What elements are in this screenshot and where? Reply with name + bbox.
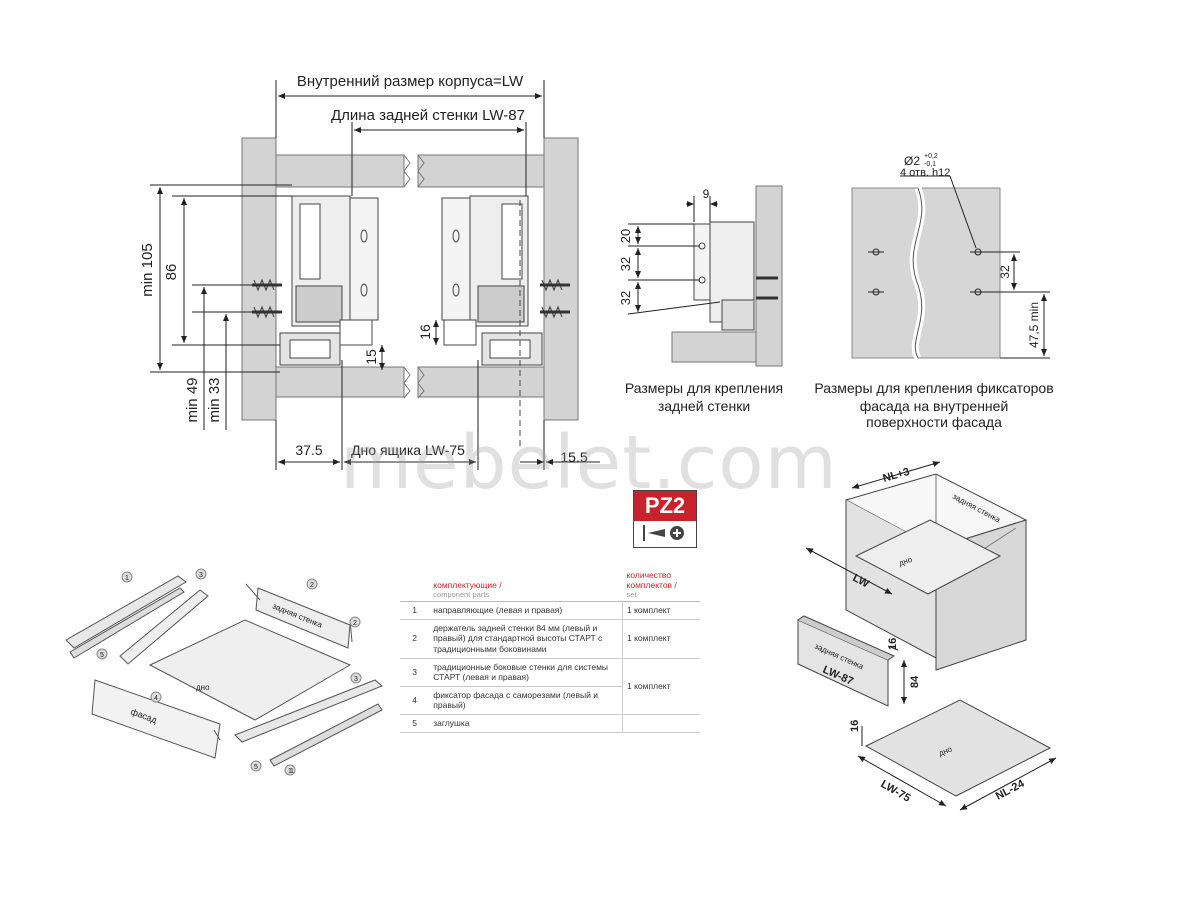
front-mount-detail: Ø2 +0,2 -0,1 4 отв. h12 32 47,5 min Разм…: [814, 153, 1053, 430]
iso-lw75-label: LW-75: [879, 778, 913, 804]
row-num: 5: [400, 714, 430, 733]
cross-section-diagram: Внутренний размер корпуса=LW Длина задне…: [139, 73, 600, 470]
table-row: 2 держатель задней стенки 84 мм (левый и…: [400, 619, 700, 659]
back-mount-detail: 9 20 32 32 Размеры для крепления задней …: [618, 185, 783, 414]
right-cabinet-wall: [543, 137, 579, 421]
dim-20-label: 20: [618, 229, 633, 243]
front-mount-caption-3: поверхности фасада: [866, 414, 1002, 430]
callout-1b: 1: [288, 768, 292, 775]
front-panel-part: [91, 679, 221, 759]
row-num: 1: [400, 601, 430, 620]
row-desc: фиксатор фасада с саморезами (левый и пр…: [429, 686, 623, 716]
header-component: комплектующие /component parts: [429, 568, 623, 602]
dim-32-label: 32: [998, 265, 1012, 279]
row-desc: традиционные боковые стенки для системы …: [429, 658, 623, 687]
header-component-en: component parts: [433, 590, 490, 599]
callout-3b: 3: [354, 676, 358, 683]
row-num: 4: [400, 686, 430, 716]
dim-86-label: 86: [163, 264, 180, 281]
pz2-label: PZ2: [634, 491, 696, 521]
dim-32a-label: 32: [618, 257, 633, 271]
inner-size-label: Внутренний размер корпуса=LW: [297, 73, 524, 90]
iso-16a-label: 16: [887, 638, 899, 650]
back-mount-caption-2: задней стенки: [658, 398, 750, 414]
callout-4: 4: [154, 695, 158, 702]
front-mount-caption-1: Размеры для крепления фиксаторов: [814, 380, 1053, 396]
hole-tolerance-minus: -0,1: [924, 161, 936, 168]
dim-9-label: 9: [703, 187, 710, 201]
row-desc: держатель задней стенки 84 мм (левый и п…: [429, 619, 623, 659]
dim-37-5-label: 37.5: [295, 442, 322, 458]
row-qty: 1 комплект: [622, 601, 700, 620]
callout-1c: 1: [290, 768, 294, 775]
top-shelf-right: [417, 154, 545, 188]
header-qty-label: количество комплектов /: [626, 570, 677, 590]
right-drawer-side: [441, 195, 570, 366]
row-qty: [622, 714, 700, 733]
row-desc: направляющие (левая и правая): [429, 601, 623, 620]
row-desc: заглушка: [429, 714, 623, 733]
exploded-view: [65, 575, 383, 767]
dim-47-5-label: 47,5 min: [1027, 302, 1041, 348]
bottom-label: дно: [196, 683, 210, 692]
callout-5b: 5: [254, 764, 258, 771]
row-qty: 1 комплект: [622, 658, 700, 715]
back-mount-caption-1: Размеры для крепления: [625, 380, 783, 396]
dim-15-label: 15: [363, 349, 379, 365]
bottom-shelf-right: [417, 366, 545, 398]
bottom-panel-part: [148, 619, 352, 721]
dim-32b-label: 32: [618, 291, 633, 305]
parts-table: комплектующие /component parts количеств…: [400, 568, 700, 733]
screwdriver-icon: [643, 525, 684, 541]
table-header-row: комплектующие /component parts количеств…: [400, 568, 700, 602]
left-drawer-side: [252, 195, 379, 366]
hole-diameter-label: Ø2: [904, 154, 920, 168]
back-wall-length-label: Длина задней стенки LW-87: [331, 107, 525, 124]
row-num: 2: [400, 619, 430, 659]
callout-1: 1: [125, 575, 129, 582]
callout-3: 3: [199, 572, 203, 579]
dim-15-5-label: 15.5: [560, 449, 587, 465]
top-shelf-left: [275, 154, 405, 188]
bottom-shelf-left: [275, 366, 405, 398]
isometric-drawing: [797, 461, 1057, 811]
table-row: 1 направляющие (левая и правая) 1 компле…: [400, 601, 700, 620]
table-row: 3 традиционные боковые стенки для систем…: [400, 658, 700, 715]
drawer-bottom-label: Дно ящика LW-75: [351, 442, 465, 458]
callout-5: 5: [100, 652, 104, 659]
side-wall-left-part: [119, 589, 209, 665]
row-qty: 1 комплект: [622, 619, 700, 659]
table-row: 4 фиксатор фасада с саморезами (левый и …: [400, 686, 700, 716]
header-qty: количество комплектов /set: [622, 568, 700, 602]
left-cabinet-wall: [241, 137, 277, 421]
dim-16-label: 16: [417, 324, 433, 340]
hole-count-label: 4 отв. h12: [900, 167, 950, 179]
row-num: 3: [400, 658, 430, 687]
min105-label: min 105: [139, 243, 156, 296]
front-mount-caption-2: фасада на внутренней: [860, 398, 1009, 414]
hole-tolerance-plus: +0,2: [924, 153, 938, 160]
iso-16b-label: 16: [849, 720, 861, 732]
min49-label: min 49: [184, 377, 201, 422]
iso-84-label: 84: [909, 675, 921, 688]
iso-nl24-label: NL-24: [994, 777, 1027, 802]
callout-2b: 2: [353, 620, 357, 627]
callout-2: 2: [310, 582, 314, 589]
header-qty-en: set: [626, 590, 637, 599]
min33-label: min 33: [206, 377, 223, 422]
table-row: 5 заглушка: [400, 714, 700, 733]
header-num: [400, 568, 430, 602]
pz2-badge: PZ2: [633, 490, 697, 548]
header-component-label: комплектующие /: [433, 580, 502, 590]
back-wall-part: [255, 587, 351, 649]
